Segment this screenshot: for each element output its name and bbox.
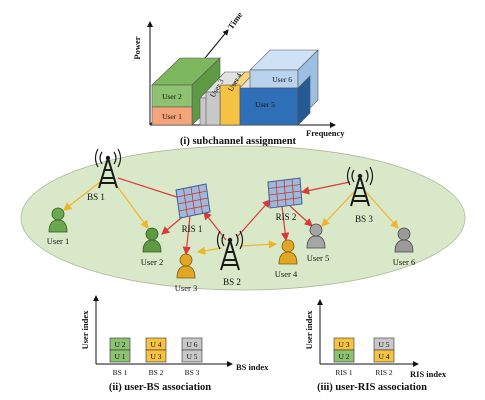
base-station-1: [94, 148, 122, 189]
tower-icon: [346, 166, 374, 207]
user1-block-label: User 1: [162, 112, 182, 121]
user5-block: [239, 87, 299, 126]
frequency-axis-label: Frequency: [306, 128, 345, 138]
user6-label: User 6: [393, 257, 415, 267]
subchannel-assignment-panel: Power Time Frequency User 2 User 1 User …: [132, 10, 345, 147]
user5-label: User 5: [307, 253, 329, 263]
user-icon: [278, 239, 298, 265]
user-ris-association-panel: User index RIS index U 3 U 2 U 5 U 4 RIS…: [304, 299, 447, 393]
ris-u4-label: U 4: [378, 352, 389, 361]
tower-icon: [216, 230, 244, 271]
block-user3-user4: User 3 User 4: [199, 71, 271, 126]
user-2: [142, 227, 162, 253]
user-icon: [142, 227, 162, 253]
u3-cell: [145, 349, 167, 363]
u4-cell-label: U 4: [150, 340, 161, 349]
user-bs-ylabel: User index: [80, 310, 90, 350]
ris-1: [175, 183, 211, 219]
ris1-tick: RIS 1: [335, 368, 353, 377]
base-station-2: [216, 230, 244, 271]
user-ris-xlabel: RIS index: [410, 369, 447, 379]
u1-cell-label: U 1: [114, 352, 125, 361]
user3-label: User 3: [175, 283, 197, 293]
bs3-label: BS 3: [355, 214, 373, 224]
time-axis-label: Time: [225, 10, 244, 31]
bs1-label: BS 1: [87, 192, 105, 202]
user4-label: User 4: [275, 269, 298, 279]
bs3-tick: BS 3: [185, 368, 200, 377]
coverage-area: [20, 145, 466, 291]
user-1: [48, 207, 68, 233]
ris-u5-label: U 5: [378, 340, 389, 349]
user-bs-caption: (ii) user-BS association: [109, 382, 211, 393]
user-icon: [176, 253, 196, 279]
ris2-label: RIS 2: [276, 212, 297, 222]
user-3: [176, 253, 196, 279]
u2-cell-label: U 2: [114, 340, 125, 349]
subchannel-caption: (i) subchannel assignment: [180, 136, 297, 147]
user6-block-label: User 6: [272, 75, 292, 84]
user2-block-label: User 2: [162, 92, 182, 101]
ris-u3-label: U 3: [338, 340, 349, 349]
user3-block: [205, 91, 221, 126]
user-4: [278, 239, 298, 265]
user1-block: [151, 106, 193, 126]
block-user5-user6: User 6 User 5: [239, 49, 319, 126]
user-ris-caption: (iii) user-RIS association: [317, 382, 427, 393]
u3-cell-label: U 3: [150, 352, 161, 361]
ris1-label: RIS 1: [182, 224, 203, 234]
u5-cell: [181, 349, 203, 363]
base-station-3: [346, 166, 374, 207]
user-icon: [48, 207, 68, 233]
user-bs-xlabel: BS index: [236, 362, 269, 372]
power-axis-label: Power: [132, 36, 142, 59]
user-ris-ylabel: User index: [304, 310, 314, 350]
user1-label: User 1: [47, 236, 69, 246]
bs2-tick: BS 2: [149, 368, 164, 377]
bs1-tick: BS 1: [113, 368, 128, 377]
u1-cell: [109, 349, 131, 363]
ris-u2-cell: [333, 349, 355, 363]
bs2-label: BS 2: [223, 277, 241, 287]
ris2-tick: RIS 2: [375, 368, 393, 377]
tower-icon: [94, 148, 122, 189]
u5-cell-label: U 5: [186, 352, 197, 361]
ris-panel-icon: [267, 177, 303, 209]
user5-block-label: User 5: [255, 100, 275, 109]
ris-panel-icon: [175, 183, 211, 219]
user-5: [306, 223, 326, 249]
ris-2: [267, 177, 303, 209]
user2-label: User 2: [141, 257, 163, 267]
user-icon: [394, 227, 414, 253]
u6-cell-label: U 6: [186, 340, 197, 349]
user-icon: [306, 223, 326, 249]
user-6: [394, 227, 414, 253]
ris-u4-cell: [373, 349, 395, 363]
user-bs-association-panel: User index BS index U 2 U 1 U 4 U 3 U 6 …: [80, 295, 269, 393]
ris-u2-label: U 2: [338, 352, 349, 361]
